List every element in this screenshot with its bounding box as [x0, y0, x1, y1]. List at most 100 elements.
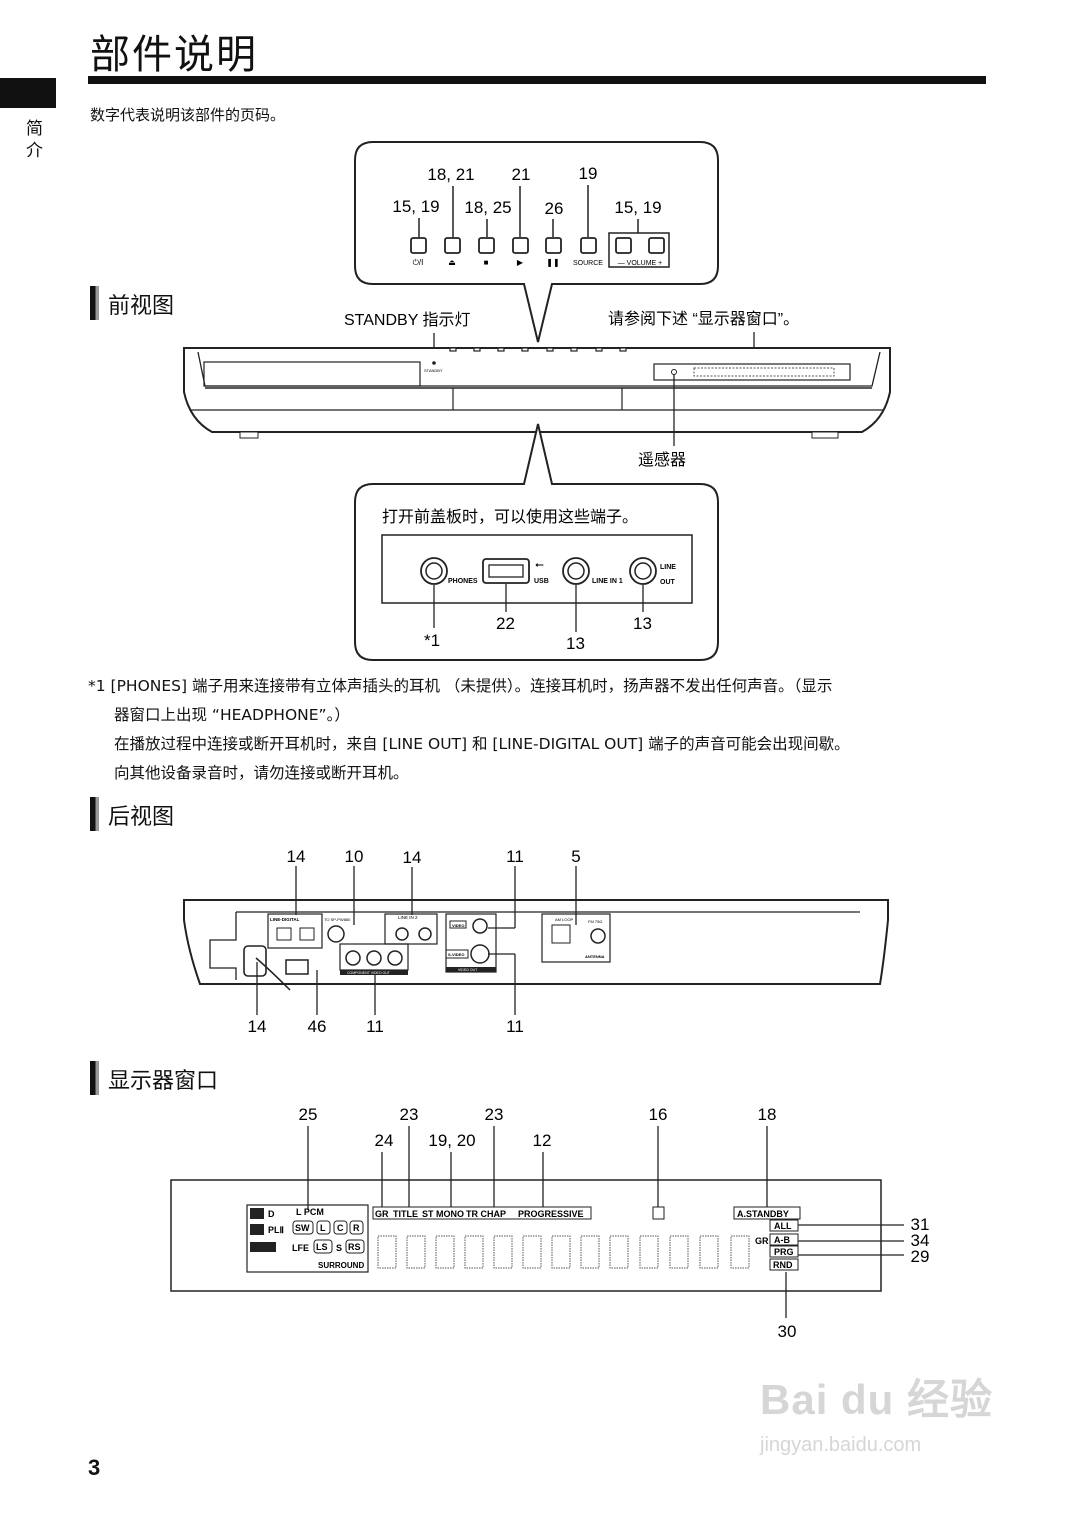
ind-lfe: LFE — [292, 1243, 309, 1253]
ind-pl: PLⅡ — [268, 1225, 284, 1235]
volume-label: — VOLUME + — [618, 260, 663, 267]
side-tab — [0, 78, 56, 108]
source-label: SOURCE — [573, 260, 603, 267]
ind-rs: RS — [348, 1242, 361, 1252]
btn-num-pause: 26 — [545, 199, 564, 218]
disp-num-16: 16 — [649, 1105, 668, 1124]
phones-label: PHONES — [448, 578, 478, 585]
btn-num-eject: 18, 21 — [427, 165, 474, 184]
line-out-label-1: LINE — [660, 564, 676, 571]
ind-progressive: PROGRESSIVE — [518, 1209, 584, 1219]
disp-num-31: 31 — [911, 1215, 930, 1234]
note-line-3: 在播放过程中连接或断开耳机时，来自 [LINE OUT] 和 [LINE-DIG… — [114, 735, 850, 753]
ind-all: ALL — [774, 1221, 792, 1231]
rear-view-heading: 后视图 — [108, 805, 175, 830]
rear-num-2: 10 — [345, 847, 364, 866]
pause-icon: ❚❚ — [546, 258, 559, 267]
btn-num-source: 19 — [579, 164, 598, 183]
rear-view-diagram: 14 10 14 11 5 14 46 11 11 LINE-DIGITAL T… — [183, 847, 889, 1036]
to-sp-label: TO SP-PW880 — [324, 917, 351, 922]
section-marker — [90, 286, 99, 320]
terminals-caption: 打开前盖板时，可以使用这些端子。 — [382, 508, 638, 526]
display-window-heading: 显示器窗口 — [108, 1069, 219, 1094]
stop-icon: ■ — [484, 258, 489, 267]
ind-l: L — [320, 1223, 326, 1233]
ind-s: S — [336, 1243, 342, 1253]
rear-num-8: 11 — [366, 1017, 384, 1036]
ind-gr: GR — [375, 1209, 389, 1219]
rear-num-7: 46 — [308, 1017, 327, 1036]
front-view-diagram: 15, 19 18, 21 18, 25 21 26 19 15, 19 ⏻/I… — [183, 141, 891, 661]
remote-sensor-label: 遥感器 — [638, 451, 686, 469]
note-line-1: *1 [PHONES] 端子用来连接带有立体声插头的耳机 （未提供）。连接耳机时… — [88, 677, 833, 695]
disp-num-34: 34 — [911, 1231, 930, 1250]
ind-prg: PRG — [774, 1247, 794, 1257]
component-label: COMPONENT VIDEO OUT — [347, 971, 391, 975]
ind-rnd: RND — [773, 1260, 793, 1270]
unit-standby-text: STANDBY — [424, 368, 443, 373]
btn-num-stop: 18, 25 — [464, 198, 511, 217]
btn-num-power: 15, 19 — [392, 197, 439, 216]
usb-icon: ⭠ — [535, 559, 544, 571]
ind-surround: SURROUND — [318, 1261, 364, 1270]
ind-ls: LS — [316, 1242, 328, 1252]
line-digital-label: LINE-DIGITAL — [270, 917, 300, 922]
page-number: 3 — [88, 1455, 101, 1480]
am-loop-label: AM LOOP — [555, 917, 574, 922]
page-title: 部件说明 — [90, 32, 258, 78]
rear-num-5: 5 — [571, 847, 580, 866]
power-icon: ⏻/I — [413, 258, 424, 267]
note-line-4: 向其他设备录音时，请勿连接或断开耳机。 — [114, 764, 409, 782]
front-view-heading: 前视图 — [108, 294, 175, 319]
title-rule — [88, 76, 986, 84]
svideo-label: S-VIDEO — [448, 952, 464, 957]
line-out-label-2: OUT — [660, 579, 676, 586]
rear-num-1: 14 — [287, 847, 306, 866]
ind-gr2: GR — [755, 1236, 769, 1246]
eject-icon: ⏏ — [448, 258, 456, 267]
callout-line-out: 13 — [633, 614, 652, 633]
fm-label: FM 75Ω — [588, 919, 602, 924]
watermark: Bai du 经验 jingyan.baidu.com — [760, 1330, 1020, 1470]
disp-num-18: 18 — [758, 1105, 777, 1124]
video-out-label: VIDEO OUT — [458, 968, 478, 972]
disp-num-29: 29 — [911, 1247, 930, 1266]
ind-c: C — [337, 1223, 344, 1233]
note-line-2: 器窗口上出现 “HEADPHONE”。） — [114, 706, 350, 724]
rear-num-4: 11 — [506, 847, 524, 866]
watermark-url: jingyan.baidu.com — [760, 1434, 922, 1456]
disp-num-30: 30 — [778, 1322, 797, 1341]
disp-num-24: 24 — [375, 1131, 394, 1150]
ind-ab: A-B — [774, 1235, 790, 1245]
line-in2-label: LINE IN 2 — [398, 915, 418, 920]
ind-d: D — [268, 1209, 275, 1219]
watermark-logo: Bai du 经验 — [760, 1376, 994, 1423]
rear-num-6: 14 — [248, 1017, 267, 1036]
standby-indicator-label: STANDBY 指示灯 — [344, 311, 471, 329]
ind-st-mono: ST MONO — [422, 1209, 464, 1219]
display-ref-label: 请参阅下述 “显示器窗口”。 — [608, 310, 799, 328]
antenna-label: ANTENNA — [585, 954, 605, 959]
callout-line-in1: 13 — [566, 634, 585, 653]
ind-lpcm: L PCM — [296, 1207, 324, 1217]
ind-a-standby: A.STANDBY — [737, 1209, 789, 1219]
section-marker — [90, 797, 99, 831]
disp-num-23b: 23 — [485, 1105, 504, 1124]
intro-text: 数字代表说明该部件的页码。 — [90, 106, 286, 124]
btn-num-play: 21 — [512, 165, 531, 184]
callout-phones: *1 — [424, 631, 440, 650]
disp-num-19-20: 19, 20 — [428, 1131, 475, 1150]
display-window-diagram: 25 23 23 16 18 24 19, 20 12 31 34 29 30 … — [170, 1105, 930, 1341]
disp-num-25: 25 — [299, 1105, 318, 1124]
video-label: VIDEO — [452, 923, 464, 928]
rear-num-3: 14 — [403, 848, 422, 867]
ind-title: TITLE — [393, 1209, 418, 1219]
btn-num-volume: 15, 19 — [614, 198, 661, 217]
phones-note: *1 [PHONES] 端子用来连接带有立体声插头的耳机 （未提供）。连接耳机时… — [88, 672, 998, 788]
usb-label: USB — [534, 578, 549, 585]
callout-usb: 22 — [496, 614, 515, 633]
play-icon: ▶ — [517, 258, 524, 267]
line-in1-label: LINE IN 1 — [592, 578, 623, 585]
ind-r: R — [353, 1223, 360, 1233]
ind-tr-chap: TR CHAP — [466, 1209, 506, 1219]
